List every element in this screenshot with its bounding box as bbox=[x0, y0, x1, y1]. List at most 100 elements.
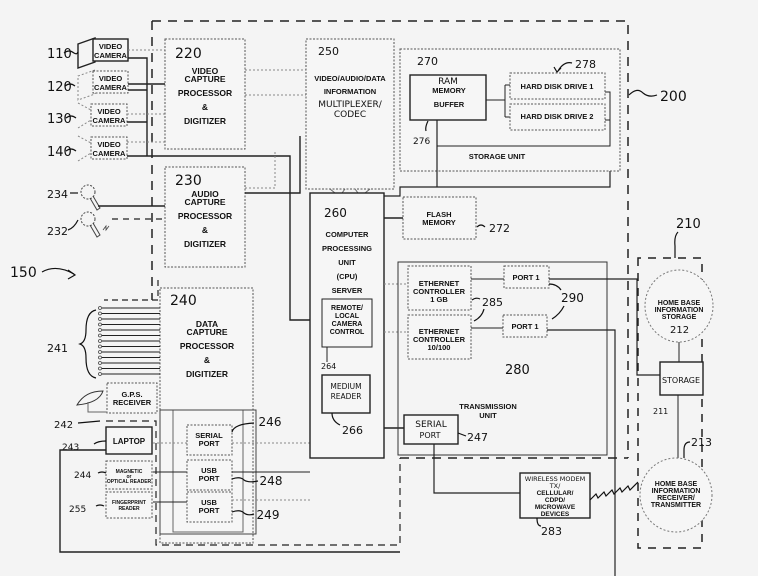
usb-port-248: USB PORT bbox=[186, 459, 233, 491]
ethernet-controller-10-100: ETHERNET CONTROLLER 10/100 bbox=[407, 314, 472, 360]
leader-200 bbox=[628, 89, 658, 97]
label-line: RECEIVER bbox=[113, 398, 152, 407]
audio-capture-processor: 230 AUDIO CAPTURE PROCESSOR & DIGITIZER bbox=[164, 166, 246, 268]
label-line: PORT bbox=[199, 474, 220, 483]
label-line: G.P.S. bbox=[121, 390, 142, 399]
label-line: SERIAL bbox=[415, 420, 446, 430]
camera-box bbox=[90, 103, 128, 127]
label-line: SERVER bbox=[332, 286, 363, 295]
leader-246 bbox=[231, 422, 255, 433]
label-line: PORT bbox=[199, 439, 220, 448]
label-line: PROCESSOR bbox=[178, 88, 232, 98]
medium-reader: MEDIUM READER bbox=[321, 374, 371, 414]
label-line: MEMORY bbox=[422, 218, 455, 227]
label-line: TX/ bbox=[549, 482, 561, 490]
peripheral-boundary bbox=[106, 420, 401, 546]
laptop-bus-wire bbox=[59, 449, 400, 553]
sensor-input-icon bbox=[98, 366, 102, 371]
port-to-receiver-wire bbox=[547, 329, 616, 576]
medium-reader-box bbox=[321, 374, 371, 414]
label-line: INFORMATION bbox=[655, 307, 704, 314]
leader-213 bbox=[683, 441, 691, 458]
leader-248 bbox=[231, 477, 259, 483]
reader-box bbox=[105, 460, 153, 490]
ref-242: 242 bbox=[54, 420, 73, 431]
microphone-icon bbox=[80, 211, 96, 227]
leader-130 bbox=[65, 115, 77, 119]
ram-box bbox=[409, 74, 487, 121]
ref-264: 264 bbox=[321, 362, 336, 371]
net-port-1b: PORT 1 bbox=[502, 314, 548, 338]
sensor-input-icon bbox=[98, 350, 102, 354]
ref-140: 140 bbox=[47, 145, 72, 160]
camera-box bbox=[92, 70, 129, 94]
camera-label-line2: CAMERA bbox=[93, 149, 126, 158]
microphone-icon bbox=[80, 184, 96, 200]
label-line: WIRELESS MODEM bbox=[525, 475, 585, 483]
ethernet-controller-1gb: ETHERNET CONTROLLER 1 GB bbox=[407, 265, 472, 311]
ref-248: 248 bbox=[260, 474, 283, 488]
ethernet-box bbox=[407, 265, 472, 311]
label-line: CONTROLLER bbox=[413, 287, 466, 296]
label-line: CDPD/ bbox=[545, 497, 565, 504]
flash-memory: FLASH MEMORY bbox=[402, 196, 477, 240]
label-line: ETHERNET bbox=[419, 279, 460, 288]
label-line: READER bbox=[331, 392, 362, 401]
ref-260: 260 bbox=[324, 206, 347, 220]
sensor-input-icon bbox=[98, 317, 102, 321]
label-line: CAPTURE bbox=[184, 74, 225, 84]
label-line: USB bbox=[201, 498, 217, 507]
wireless-icon bbox=[102, 224, 110, 232]
label-line: HOME BASE bbox=[658, 300, 701, 307]
label-line: UNIT bbox=[338, 258, 356, 267]
port-box bbox=[186, 424, 233, 456]
ref-250: 250 bbox=[318, 45, 339, 58]
label-line: CAPTURE bbox=[184, 197, 225, 207]
leader-120 bbox=[64, 83, 76, 87]
serial-to-wireless-wire bbox=[433, 444, 520, 494]
hdd-box bbox=[509, 103, 606, 131]
camera-120: VIDEO CAMERA bbox=[77, 69, 129, 101]
leader-140 bbox=[65, 148, 77, 152]
ref-249: 249 bbox=[257, 508, 280, 522]
label-line: FLASH bbox=[427, 210, 452, 219]
leader-276 bbox=[425, 120, 429, 132]
audio-capture-box bbox=[164, 166, 246, 268]
ref-210: 210 bbox=[676, 217, 701, 232]
brace-icon bbox=[78, 309, 97, 379]
home-receiver-circle bbox=[639, 457, 713, 533]
camera-label-line2: CAMERA bbox=[94, 83, 127, 92]
arrow-head-icon bbox=[553, 66, 562, 73]
sensor-input-icon bbox=[98, 311, 102, 316]
label-line: VIDEO/AUDIO/DATA bbox=[314, 74, 386, 83]
label-line: DIGITIZER bbox=[186, 369, 228, 379]
hdd-2: HARD DISK DRIVE 2 bbox=[509, 103, 606, 131]
ref-230: 230 bbox=[175, 173, 202, 189]
ref-247: 247 bbox=[467, 431, 488, 444]
label-line: PORT bbox=[199, 506, 220, 515]
label-line: (CPU) bbox=[337, 272, 358, 281]
data-capture-processor: 240 DATA CAPTURE PROCESSOR & DIGITIZER bbox=[159, 287, 254, 544]
ref-278: 278 bbox=[575, 58, 596, 71]
wire bbox=[437, 91, 611, 147]
transmission-unit: 280 TRANSMISSION UNIT bbox=[397, 261, 608, 456]
port-label: PORT 1 bbox=[512, 273, 539, 282]
leader-283 bbox=[536, 517, 542, 527]
ref-120: 120 bbox=[47, 80, 72, 95]
label-line: DEVICES bbox=[541, 511, 570, 518]
ref-200: 200 bbox=[660, 89, 687, 105]
port-label: PORT 1 bbox=[511, 322, 538, 331]
label-line: SERIAL bbox=[195, 431, 223, 440]
camera-label-line2: CAMERA bbox=[94, 51, 127, 60]
wireless-modem: WIRELESS MODEM TX/ CELLULAR/ CDPD/ MICRO… bbox=[519, 472, 591, 519]
label-line: 10/100 bbox=[428, 343, 451, 352]
leader-242 bbox=[77, 420, 101, 424]
camera-140: VIDEO CAMERA bbox=[77, 135, 128, 162]
camera-label-line1: VIDEO bbox=[99, 42, 123, 51]
port-to-storage-wire bbox=[549, 278, 660, 376]
storage-bus-wire bbox=[384, 147, 611, 197]
ref-211: 211 bbox=[653, 407, 668, 416]
camera-label-line1: VIDEO bbox=[99, 74, 123, 83]
camera-control: REMOTE/ LOCAL CAMERA CONTROL bbox=[321, 298, 373, 348]
